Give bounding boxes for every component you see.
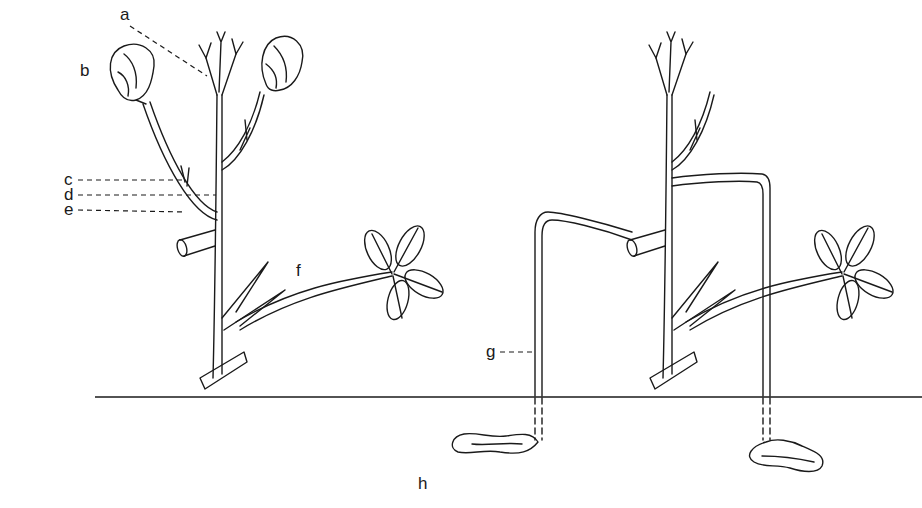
flowering-plant bbox=[110, 32, 447, 389]
leader-lines bbox=[78, 26, 533, 352]
part-label: f bbox=[296, 262, 301, 280]
fruiting-plant bbox=[452, 32, 897, 472]
part-label: b bbox=[80, 62, 89, 80]
part-label: g bbox=[486, 343, 495, 361]
part-label: a bbox=[120, 6, 129, 24]
part-label: e bbox=[64, 201, 73, 219]
part-label: h bbox=[418, 475, 427, 493]
ground-line bbox=[95, 396, 922, 398]
